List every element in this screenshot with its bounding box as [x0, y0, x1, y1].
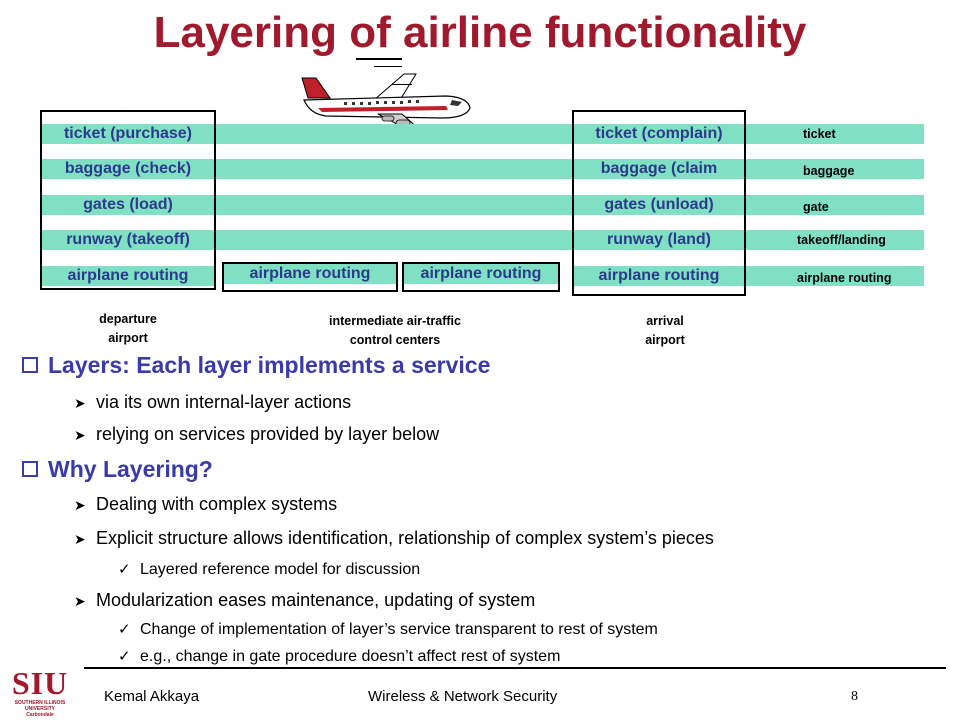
intermediate-routing-2: airplane routing	[404, 264, 558, 284]
bullet-text: Change of implementation of layer’s serv…	[140, 621, 658, 638]
bullet-why-item: ➤ Modularization eases maintenance, updat…	[74, 590, 535, 611]
departure-layer-routing: airplane routing	[42, 266, 214, 286]
slide-title: Layering of airline functionality	[153, 8, 807, 57]
checkmark-bullet-icon: ✓	[118, 561, 131, 578]
intermediate-routing-1: airplane routing	[224, 264, 396, 284]
right-label-ticket: ticket	[803, 127, 836, 141]
trail-line	[374, 66, 402, 67]
bullet-why-subitem: ✓ e.g., change in gate procedure doesn’t …	[118, 647, 560, 666]
bullet-text: Layered reference model for discussion	[140, 561, 421, 578]
arrow-bullet-icon: ➤	[74, 531, 86, 547]
arrow-bullet-icon: ➤	[74, 593, 86, 609]
bullet-why-subitem: ✓ Change of implementation of layer’s ser…	[118, 620, 658, 639]
bullet-why-item: ➤ Dealing with complex systems	[74, 494, 337, 515]
departure-layer-ticket: ticket (purchase)	[42, 124, 214, 144]
checkmark-bullet-icon: ✓	[118, 621, 131, 638]
layer-band-routing-right	[730, 266, 924, 286]
right-label-takeoff-landing: takeoff/landing	[797, 233, 886, 247]
bullet-layers-heading: Layers: Each layer implements a service	[22, 352, 490, 379]
arrival-layer-ticket: ticket (complain)	[574, 124, 744, 144]
bullet-text: Why Layering?	[48, 456, 213, 482]
title-underline	[356, 58, 402, 60]
arrow-bullet-icon: ➤	[74, 395, 86, 411]
right-label-gate: gate	[803, 200, 829, 214]
page-number: 8	[851, 689, 858, 704]
logo-text: SIU	[11, 665, 69, 701]
caption-departure-airport: departure airport	[99, 312, 157, 345]
university-logo: SIU SOUTHERN ILLINOIS UNIVERSITY Carbond…	[4, 665, 76, 718]
bullet-text: via its own internal-layer actions	[96, 392, 352, 412]
bullet-text: relying on services provided by layer be…	[96, 424, 440, 444]
right-label-baggage: baggage	[803, 164, 855, 178]
bullet-text: Modularization eases maintenance, updati…	[96, 590, 536, 610]
checkmark-bullet-icon: ✓	[118, 648, 131, 665]
arrow-bullet-icon: ➤	[74, 497, 86, 513]
bullet-why-heading: Why Layering?	[22, 456, 213, 483]
bullet-why-subitem: ✓ Layered reference model for discussion	[118, 560, 420, 579]
bullet-text: e.g., change in gate procedure doesn’t a…	[140, 648, 561, 665]
bullet-layers-item: ➤ relying on services provided by layer b…	[74, 424, 439, 445]
bullet-text: Layers: Each layer implements a service	[48, 352, 491, 378]
bullet-layers-item: ➤ via its own internal-layer actions	[74, 392, 351, 413]
footer-course: Wireless & Network Security	[368, 688, 558, 705]
bullet-text: Explicit structure allows identification…	[96, 528, 714, 548]
trail-line	[392, 84, 412, 85]
arrival-layer-runway: runway (land)	[574, 230, 744, 250]
footer-author: Kemal Akkaya	[104, 688, 200, 705]
bullet-text: Dealing with complex systems	[96, 494, 338, 514]
footer-rule	[84, 667, 946, 669]
airplane-icon	[301, 73, 471, 131]
arrival-layer-routing: airplane routing	[574, 266, 744, 286]
logo-subtext: SOUTHERN ILLINOIS UNIVERSITY Carbondale	[14, 700, 66, 718]
departure-layer-baggage: baggage (check)	[42, 159, 214, 179]
arrival-layer-gates: gates (unload)	[574, 195, 744, 215]
arrow-bullet-icon: ➤	[74, 427, 86, 443]
checkbox-bullet-icon	[22, 460, 38, 477]
caption-arrival-airport: arrival airport	[645, 314, 685, 347]
checkbox-bullet-icon	[22, 356, 38, 373]
bullet-why-item: ➤ Explicit structure allows identificatio…	[74, 528, 714, 549]
caption-intermediate-centers: intermediate air-traffic control centers	[329, 314, 461, 347]
departure-layer-gates: gates (load)	[42, 195, 214, 215]
departure-layer-runway: runway (takeoff)	[42, 230, 214, 250]
arrival-layer-baggage: baggage (claim	[574, 159, 744, 179]
right-label-routing: airplane routing	[797, 271, 892, 285]
